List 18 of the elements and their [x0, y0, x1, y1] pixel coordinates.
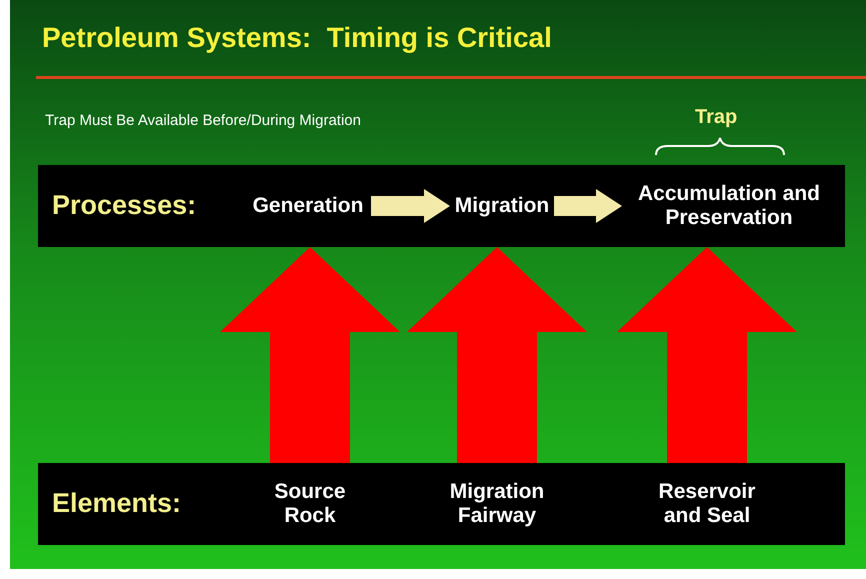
band-heading: Processes: [52, 189, 196, 222]
process-label: Migration [450, 165, 554, 247]
process-label: Generation [245, 165, 371, 247]
element-label: Migration Fairway [437, 463, 557, 545]
block-arrow [371, 189, 450, 223]
up-arrow [617, 247, 797, 463]
process-label: Accumulation and Preservation [622, 165, 836, 247]
up-arrow [220, 247, 400, 463]
block-arrow [554, 189, 622, 223]
process-band [38, 165, 845, 247]
slide-title: Petroleum Systems: Timing is Critical [42, 22, 552, 54]
up-arrow [407, 247, 587, 463]
trap-label: Trap [695, 106, 738, 129]
element-label: Source Rock [250, 463, 370, 545]
element-band [38, 463, 845, 545]
element-label: Reservoir and Seal [637, 463, 777, 545]
subtitle: Trap Must Be Available Before/During Migration [45, 112, 361, 129]
band-heading: Elements: [52, 487, 182, 520]
